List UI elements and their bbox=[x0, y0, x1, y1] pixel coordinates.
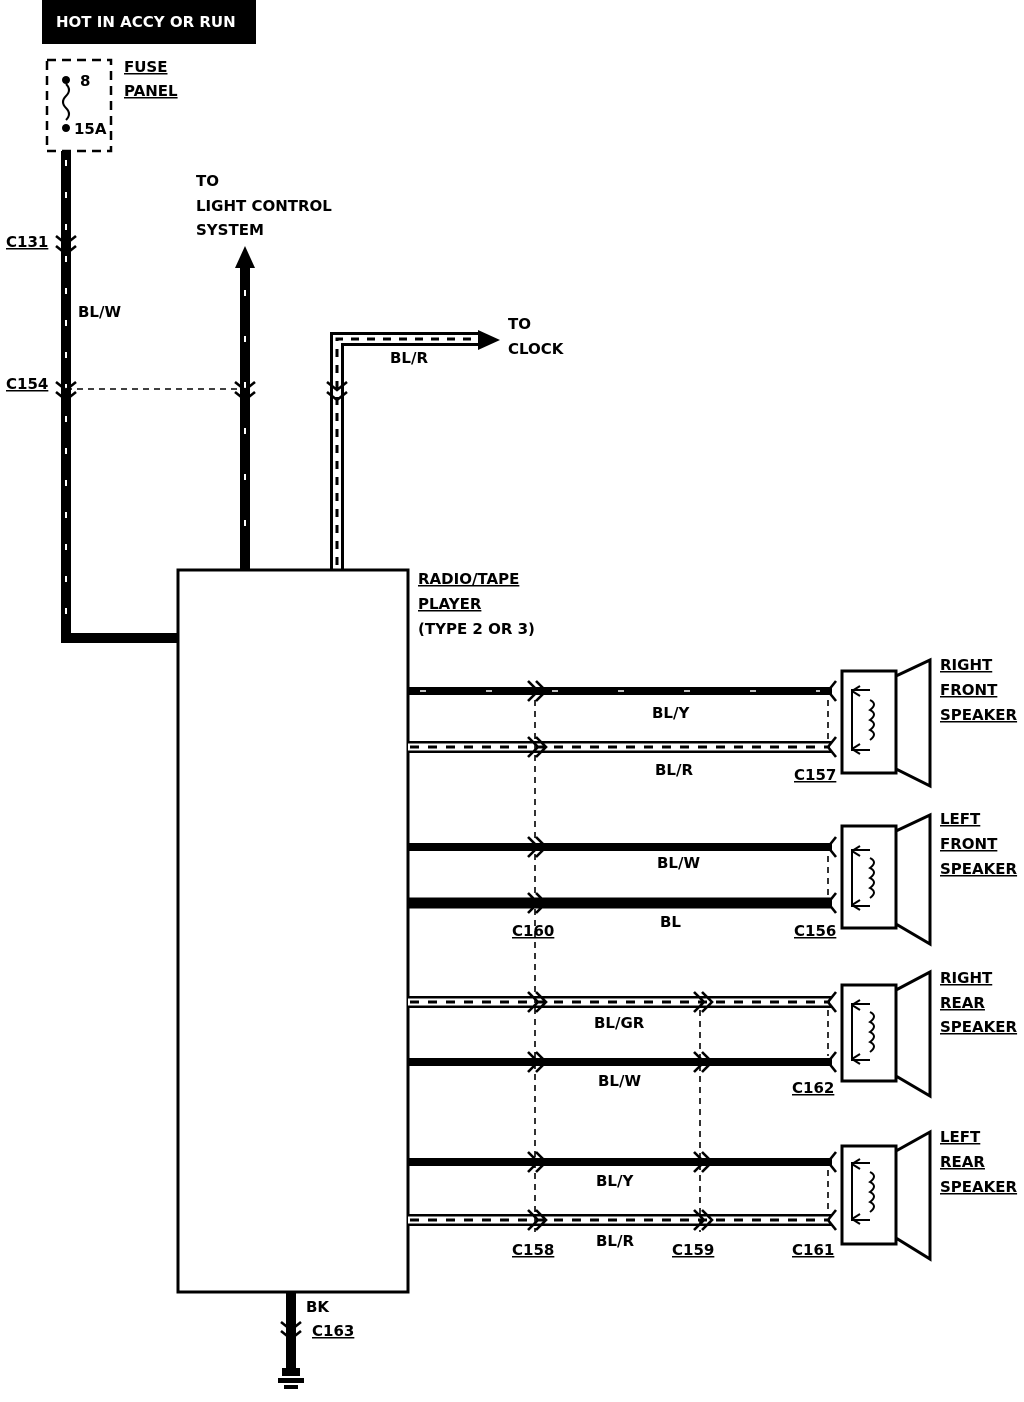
wire-label-lf-plus: BL/W bbox=[657, 854, 700, 872]
connector-c156-label: C156 bbox=[794, 922, 836, 940]
light-control-wire bbox=[235, 246, 255, 570]
fuse-number: 8 bbox=[80, 72, 90, 90]
speaker-rf-label-1: RIGHT bbox=[940, 656, 993, 674]
speaker-right-front bbox=[840, 657, 932, 789]
speaker-lf-label-1: LEFT bbox=[940, 810, 981, 828]
wire-label-rf-minus: BL/R bbox=[655, 761, 693, 779]
connector-c157-label: C157 bbox=[794, 766, 836, 784]
speaker-left-front bbox=[840, 812, 932, 947]
radio-tape-player bbox=[176, 568, 410, 1294]
connector-c159-label: C159 bbox=[672, 1241, 714, 1259]
speaker-rr-label-2: REAR bbox=[940, 994, 985, 1012]
connector-c163-label: C163 bbox=[312, 1322, 354, 1340]
connector-c131-label: C131 bbox=[6, 233, 48, 251]
speaker-left-rear bbox=[840, 1129, 932, 1262]
fuse-panel: 8 15A bbox=[45, 58, 113, 153]
speaker-connectors bbox=[527, 680, 838, 1232]
wire-label-lr-minus: BL/R bbox=[596, 1232, 634, 1250]
light-control-line3: SYSTEM bbox=[196, 221, 264, 239]
clock-line1: TO bbox=[508, 315, 531, 333]
speaker-lf-label-3: SPEAKER bbox=[940, 860, 1018, 878]
hot-label-box bbox=[42, 0, 256, 44]
connector-c154 bbox=[55, 380, 348, 402]
clock-line2: CLOCK bbox=[508, 340, 565, 358]
wire-label-rr-minus: BL/W bbox=[598, 1072, 641, 1090]
connector-c158-label: C158 bbox=[512, 1241, 554, 1259]
fuse-rating: 15A bbox=[74, 120, 107, 138]
ground-wire bbox=[280, 1292, 302, 1368]
speaker-rf-label-2: FRONT bbox=[940, 681, 998, 699]
speaker-right-rear bbox=[840, 969, 932, 1099]
ground-icon bbox=[278, 1368, 304, 1389]
light-control-line1: TO bbox=[196, 172, 219, 190]
clock-wire-label: BL/R bbox=[390, 349, 428, 367]
fuse-label-1: FUSE bbox=[124, 58, 167, 76]
radio-label-2: PLAYER bbox=[418, 595, 482, 613]
speaker-lf-label-2: FRONT bbox=[940, 835, 998, 853]
wire-label-lr-plus: BL/Y bbox=[596, 1172, 634, 1190]
connector-c162-label: C162 bbox=[792, 1079, 834, 1097]
connector-c160-label: C160 bbox=[512, 922, 554, 940]
connector-c161-label: C161 bbox=[792, 1241, 834, 1259]
connector-c131 bbox=[55, 234, 77, 256]
wire-label-rf-plus: BL/Y bbox=[652, 704, 690, 722]
radio-label-3: (TYPE 2 OR 3) bbox=[418, 620, 535, 638]
wire-label-rr-plus: BL/GR bbox=[594, 1014, 645, 1032]
fuse-label-2: PANEL bbox=[124, 82, 178, 100]
wire-label-lf-minus: BL bbox=[660, 913, 681, 931]
speaker-rr-label-1: RIGHT bbox=[940, 969, 993, 987]
feed-wire bbox=[61, 151, 178, 643]
speaker-lr-label-1: LEFT bbox=[940, 1128, 981, 1146]
ground-wire-label: BK bbox=[306, 1298, 330, 1316]
connector-c154-label: C154 bbox=[6, 375, 48, 393]
speaker-lr-label-2: REAR bbox=[940, 1153, 985, 1171]
speaker-rf-label-3: SPEAKER bbox=[940, 706, 1018, 724]
speaker-rr-label-3: SPEAKER bbox=[940, 1018, 1018, 1036]
hot-label: HOT IN ACCY OR RUN bbox=[56, 13, 236, 31]
radio-label-1: RADIO/TAPE bbox=[418, 570, 519, 588]
speaker-lr-label-3: SPEAKER bbox=[940, 1178, 1018, 1196]
feed-wire-label: BL/W bbox=[78, 303, 121, 321]
clock-wire bbox=[330, 330, 500, 570]
light-control-line2: LIGHT CONTROL bbox=[196, 197, 332, 215]
